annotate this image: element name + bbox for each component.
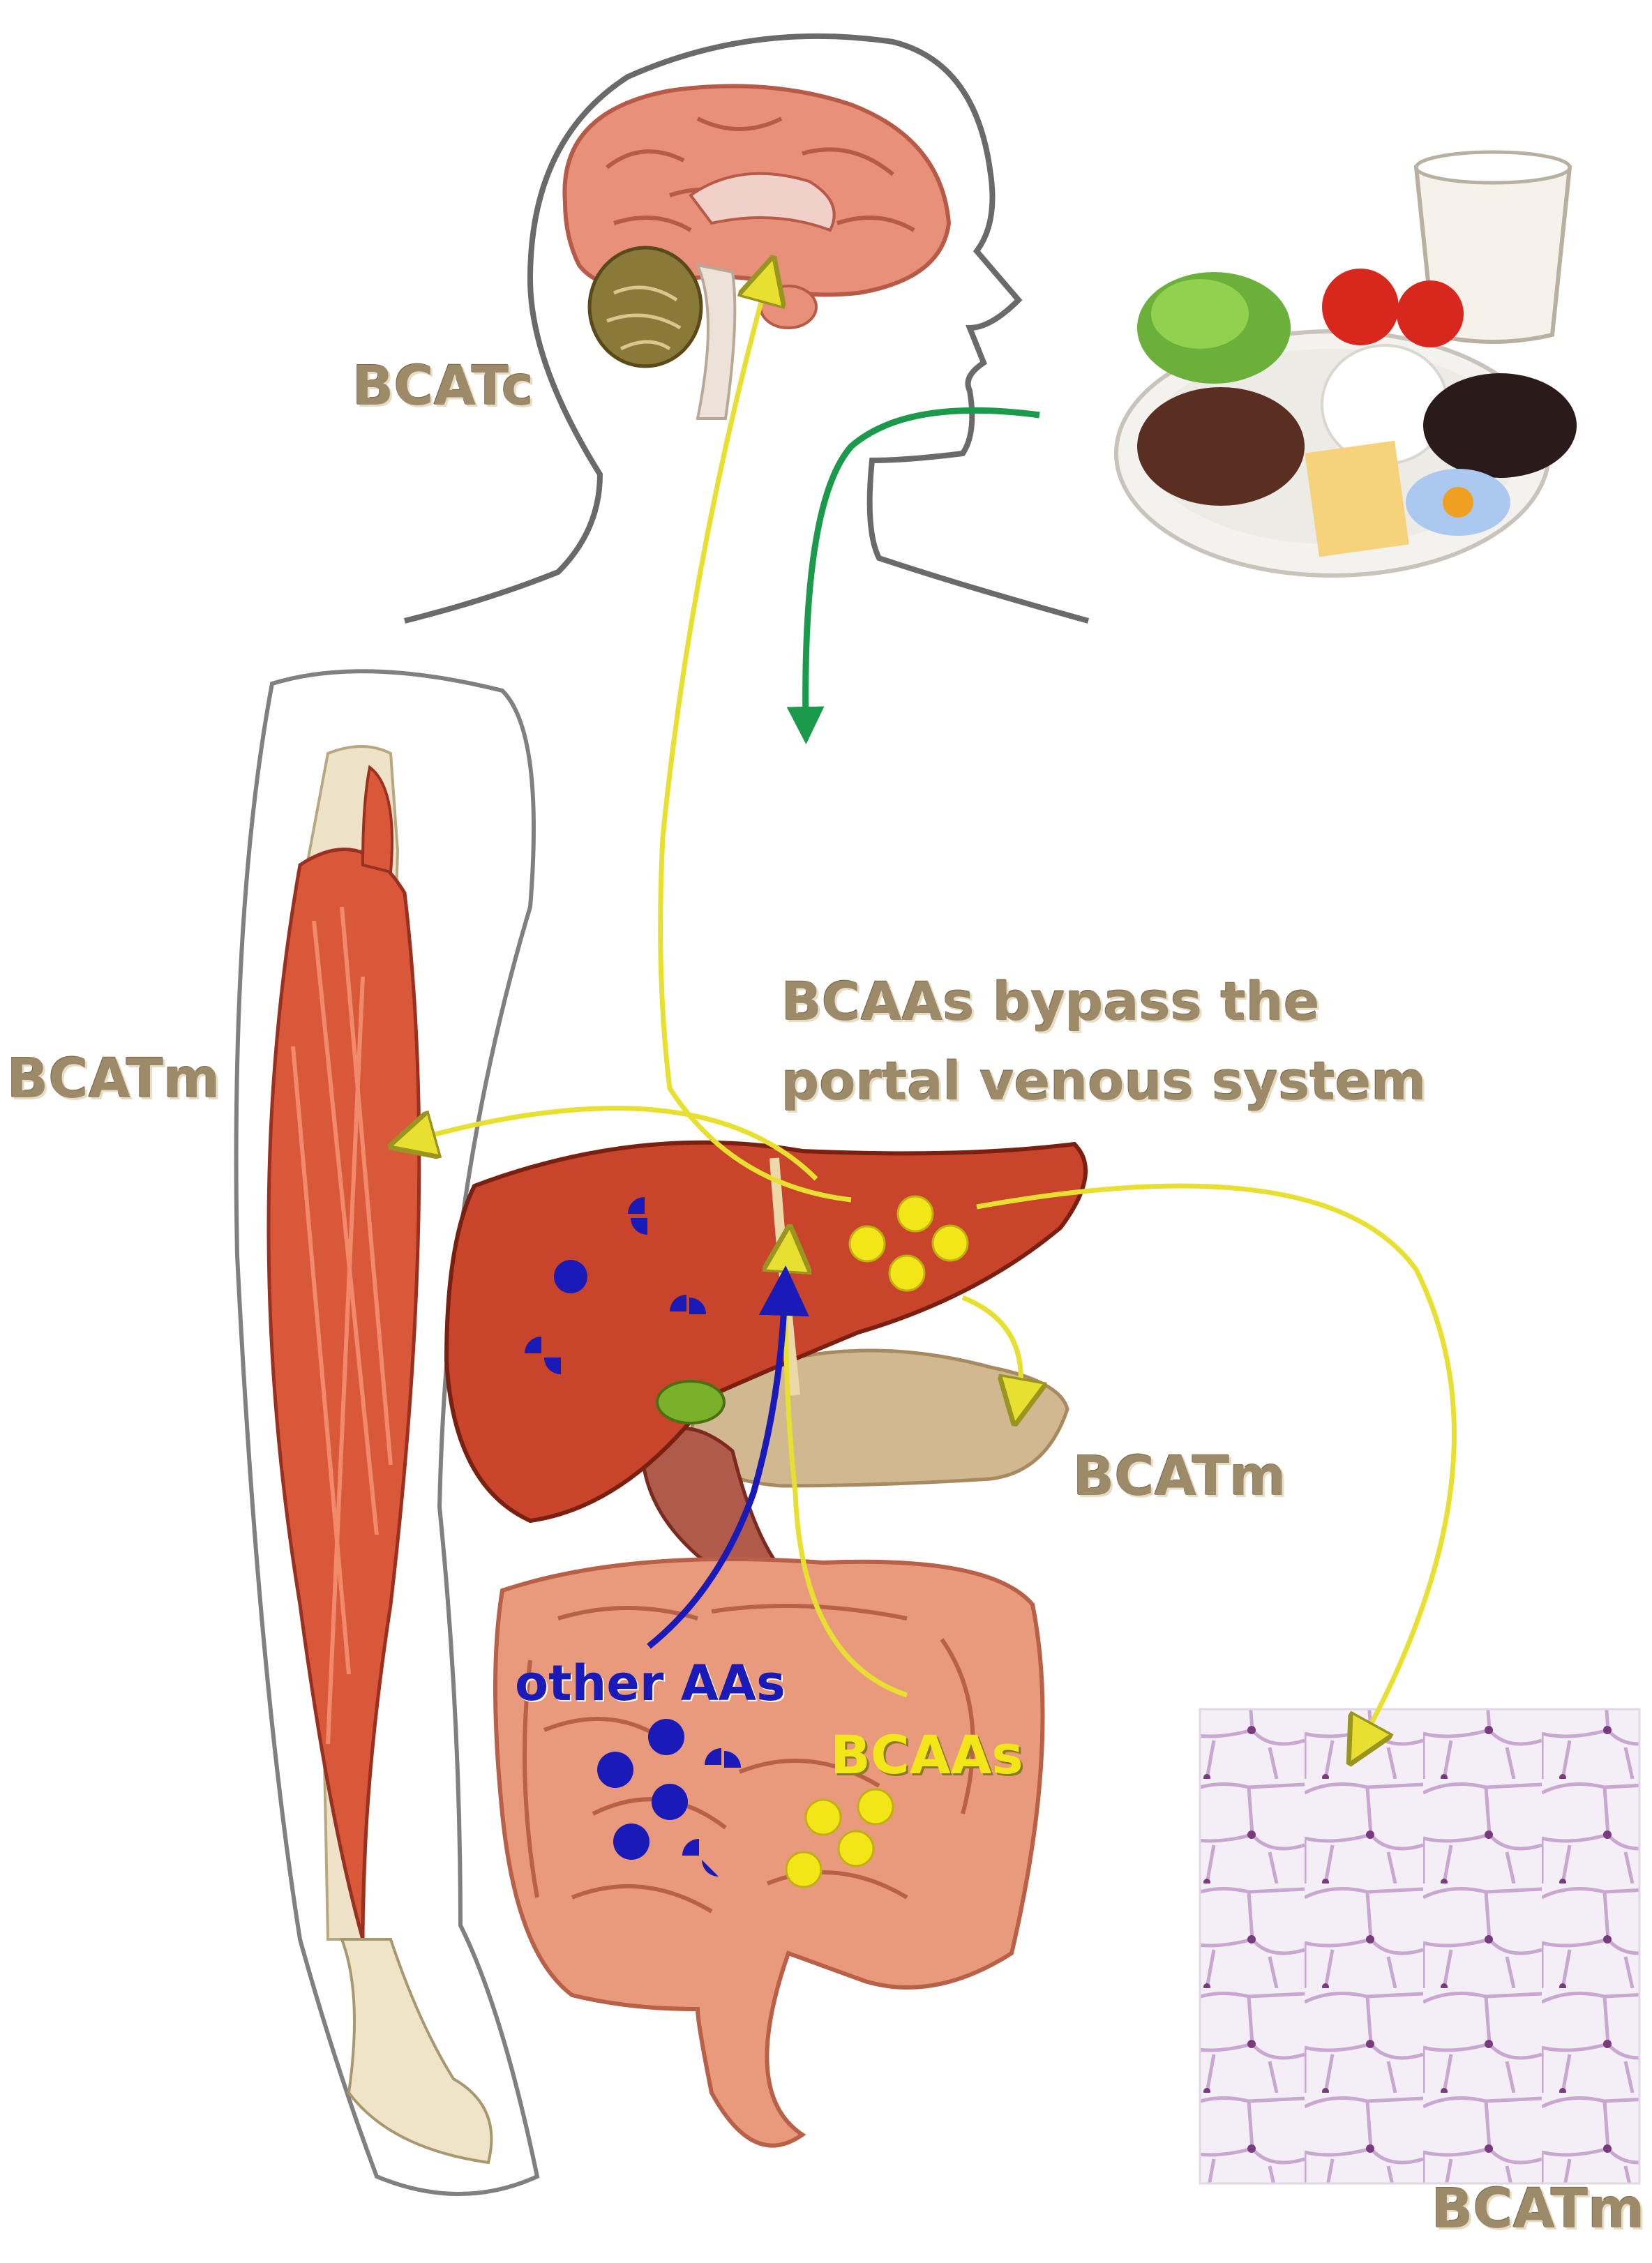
food-plate-icon bbox=[1114, 269, 1577, 578]
bcaa-dot bbox=[857, 1788, 894, 1826]
other-aa-split-dot bbox=[682, 1839, 719, 1877]
bcaa-dot bbox=[785, 1851, 823, 1888]
other-aa-dot bbox=[613, 1824, 649, 1860]
muscle-bcat-label: BCATm bbox=[7, 1048, 220, 1111]
arrow-to-pancreas bbox=[961, 1295, 1021, 1402]
bypass-label-line2: portal venous system bbox=[781, 1050, 1427, 1112]
arrow-to-brain bbox=[658, 279, 852, 1203]
intestine-bcaas bbox=[785, 1788, 894, 1888]
other-aa-dot bbox=[652, 1784, 688, 1820]
arrow-other-aas bbox=[647, 1265, 809, 1649]
bypass-label-line1: BCAAs bypass the bbox=[781, 970, 1320, 1032]
other-aa-split-dot bbox=[670, 1295, 706, 1314]
bcaa-dot bbox=[931, 1224, 969, 1262]
human-head-outline-icon bbox=[404, 33, 1090, 624]
adipose-tissue-icon bbox=[1199, 1708, 1641, 2185]
other-aa-dot bbox=[648, 1719, 684, 1755]
bcaa-dot bbox=[848, 1225, 886, 1263]
digestion-arrow bbox=[786, 407, 1040, 744]
liver-icon bbox=[444, 1140, 1088, 1524]
liver-bcaas bbox=[848, 1195, 969, 1292]
other-aa-split-dot bbox=[705, 1748, 741, 1768]
brain-icon bbox=[562, 84, 952, 420]
other-aa-dot bbox=[597, 1752, 633, 1788]
intestine-other-aas bbox=[597, 1719, 741, 1877]
bcaa-dot bbox=[837, 1830, 875, 1867]
bcaa-dot bbox=[888, 1254, 926, 1292]
liver-other-aas bbox=[525, 1197, 706, 1374]
other-aas-label: other AAs bbox=[515, 1655, 786, 1712]
arm-muscle-icon bbox=[234, 669, 540, 2196]
intestines-icon bbox=[493, 1557, 1045, 2148]
pancreas-bcat-label: BCATm bbox=[1073, 1445, 1286, 1508]
bcaas-label: BCAAs bbox=[830, 1724, 1023, 1786]
other-aa-split-dot bbox=[628, 1197, 647, 1235]
other-aa-split-dot bbox=[525, 1337, 561, 1374]
arrow-to-muscle bbox=[412, 1106, 818, 1181]
adipose-bcat-label: BCATm bbox=[1432, 2178, 1645, 2241]
bcaa-dot bbox=[804, 1798, 842, 1836]
brain-bcat-label: BCATc bbox=[352, 355, 534, 418]
other-aa-dot bbox=[554, 1260, 587, 1293]
bcaa-dot bbox=[896, 1195, 934, 1233]
arrow-to-adipose bbox=[976, 1183, 1457, 1744]
